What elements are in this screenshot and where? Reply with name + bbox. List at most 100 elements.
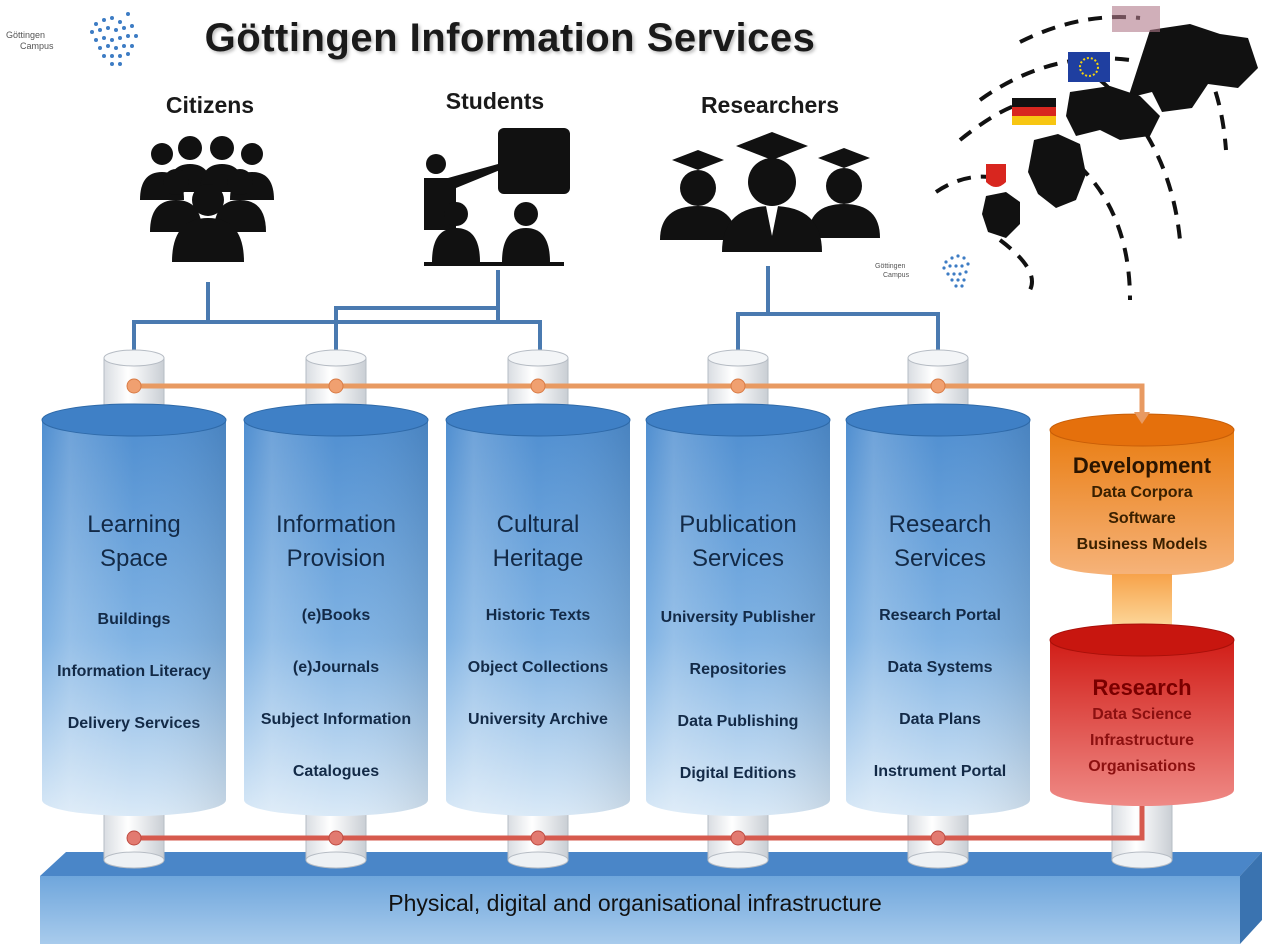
development-item: Business Models: [1076, 536, 1208, 553]
pillar-item: Instrument Portal: [873, 763, 1007, 780]
red-node-0: [126, 830, 142, 846]
pillar-item: (e)Books: [301, 607, 371, 624]
pillar-item: Research Portal: [879, 607, 1001, 624]
pillar-item: University Publisher: [660, 609, 816, 626]
pillar-item: (e)Journals: [292, 659, 380, 676]
red-flow-line: [134, 806, 1145, 841]
world-map-graphic: [934, 6, 1258, 301]
research-item: Organisations: [1088, 758, 1196, 775]
innovation-cylinders: [1049, 413, 1235, 806]
pillar-top: [41, 403, 227, 437]
orange-node-1: [328, 378, 344, 394]
bottom-pipe-cap-5: [1111, 851, 1173, 869]
orange-flow-arrow: [1134, 412, 1150, 424]
top-pipe-cap-3: [707, 349, 769, 367]
germany-flag-icon: [1012, 98, 1056, 125]
pillar-item: Data Publishing: [677, 713, 799, 730]
campus-logo-small-line1: Göttingen: [875, 263, 906, 270]
red-node-4: [930, 830, 946, 846]
pillar-item: Information Literacy: [57, 663, 211, 680]
bottom-pipe-cap-2: [507, 851, 569, 869]
group-label-researchers: Researchers: [700, 92, 840, 118]
orange-flow-line: [134, 383, 1145, 414]
red-node-2: [530, 830, 546, 846]
pillar-title-line2: Provision: [286, 545, 386, 572]
pillar-learning-space: Learning Space Buildings Information Lit…: [42, 508, 226, 750]
pillar-item: Delivery Services: [67, 715, 201, 732]
orange-node-0: [126, 378, 142, 394]
pillar-shading: [446, 420, 630, 816]
development-title: Development: [1072, 453, 1212, 478]
bottom-pipe-cap-1: [305, 851, 367, 869]
red-node-1: [328, 830, 344, 846]
group-label-citizens: Citizens: [165, 92, 255, 118]
campus-logo-small-text: Göttingen Campus: [875, 262, 909, 280]
campus-logo-small-dots: [942, 254, 970, 288]
research-item: Data Science: [1092, 706, 1192, 723]
connector-researchers-publication: [736, 266, 770, 370]
pillar-title-line2: Services: [893, 545, 987, 572]
development-cylinder-body: [1050, 430, 1234, 576]
bottom-pipe-cap-3: [707, 851, 769, 869]
pillar-item: Catalogues: [292, 763, 380, 780]
pillar-item: Historic Texts: [485, 607, 591, 624]
pillar-information-provision: Information Provision (e)Books (e)Journa…: [244, 508, 428, 798]
pillar-top: [845, 403, 1031, 437]
pillar-title-line1: Cultural: [496, 511, 580, 538]
pillar-cylinder-0: [41, 403, 227, 816]
research-cylinder-body: [1050, 640, 1234, 806]
research-cylinder-top: [1049, 623, 1235, 657]
pillar-title-line1: Publication: [679, 511, 797, 538]
pillar-title-line1: Learning: [87, 511, 181, 538]
flow-lines: [126, 378, 1150, 846]
development-item: Software: [1108, 510, 1176, 527]
orange-node-2: [530, 378, 546, 394]
pillar-shading: [244, 420, 428, 816]
pillar-item: University Archive: [468, 711, 608, 728]
research-title: Research: [1092, 675, 1192, 700]
pillar-title-line2: Space: [99, 545, 169, 572]
development-box: Development Data Corpora Software Busine…: [1050, 452, 1234, 558]
pillar-cultural-heritage: Cultural Heritage Historic Texts Object …: [446, 508, 630, 746]
pillar-top: [445, 403, 631, 437]
top-pipe-cap-4: [907, 349, 969, 367]
top-pipe-cap-0: [103, 349, 165, 367]
infrastructure-label: Physical, digital and organisational inf…: [388, 890, 882, 916]
crowd-icon: [140, 136, 274, 262]
campus-logo-line2: Campus: [20, 41, 54, 51]
red-node-3: [730, 830, 746, 846]
group-label-students: Students: [445, 88, 545, 114]
pillar-shading: [846, 420, 1030, 816]
pillar-cylinder-2: [445, 403, 631, 816]
campus-logo-text: Göttingen Campus: [6, 30, 54, 52]
pillar-item: Object Collections: [467, 659, 609, 676]
top-pipe-cap-1: [305, 349, 367, 367]
pillar-shading: [646, 420, 830, 816]
pillar-item: Data Systems: [887, 659, 993, 676]
world-flags-icon: [1112, 6, 1160, 32]
pillar-item: Repositories: [689, 661, 787, 678]
pillar-shading: [42, 420, 226, 816]
pillar-title-line2: Services: [691, 545, 785, 572]
development-item: Data Corpora: [1091, 484, 1193, 501]
pillar-title-line1: Research: [888, 511, 992, 538]
lower-saxony-flag-icon: [986, 164, 1006, 187]
pillar-item: Data Plans: [899, 711, 981, 728]
pillar-item: Buildings: [97, 611, 171, 628]
bottom-pipe-cap-0: [103, 851, 165, 869]
eu-flag-icon: [1068, 52, 1110, 82]
top-pipe-cap-2: [507, 349, 569, 367]
pillar-top: [243, 403, 429, 437]
connector-students-information: [334, 270, 500, 370]
pillar-cylinder-1: [243, 403, 429, 816]
campus-logo: [90, 12, 138, 66]
pillar-cylinder-3: [645, 403, 831, 816]
campus-logo-dots: [90, 12, 138, 66]
connector-citizens-cultural: [206, 282, 542, 370]
campus-logo-line1: Göttingen: [6, 30, 46, 40]
pillar-item: Digital Editions: [679, 765, 797, 782]
bottom-pipe-cap-4: [907, 851, 969, 869]
pillar-cylinder-4: [845, 403, 1031, 816]
graduates-icon: [660, 132, 880, 252]
